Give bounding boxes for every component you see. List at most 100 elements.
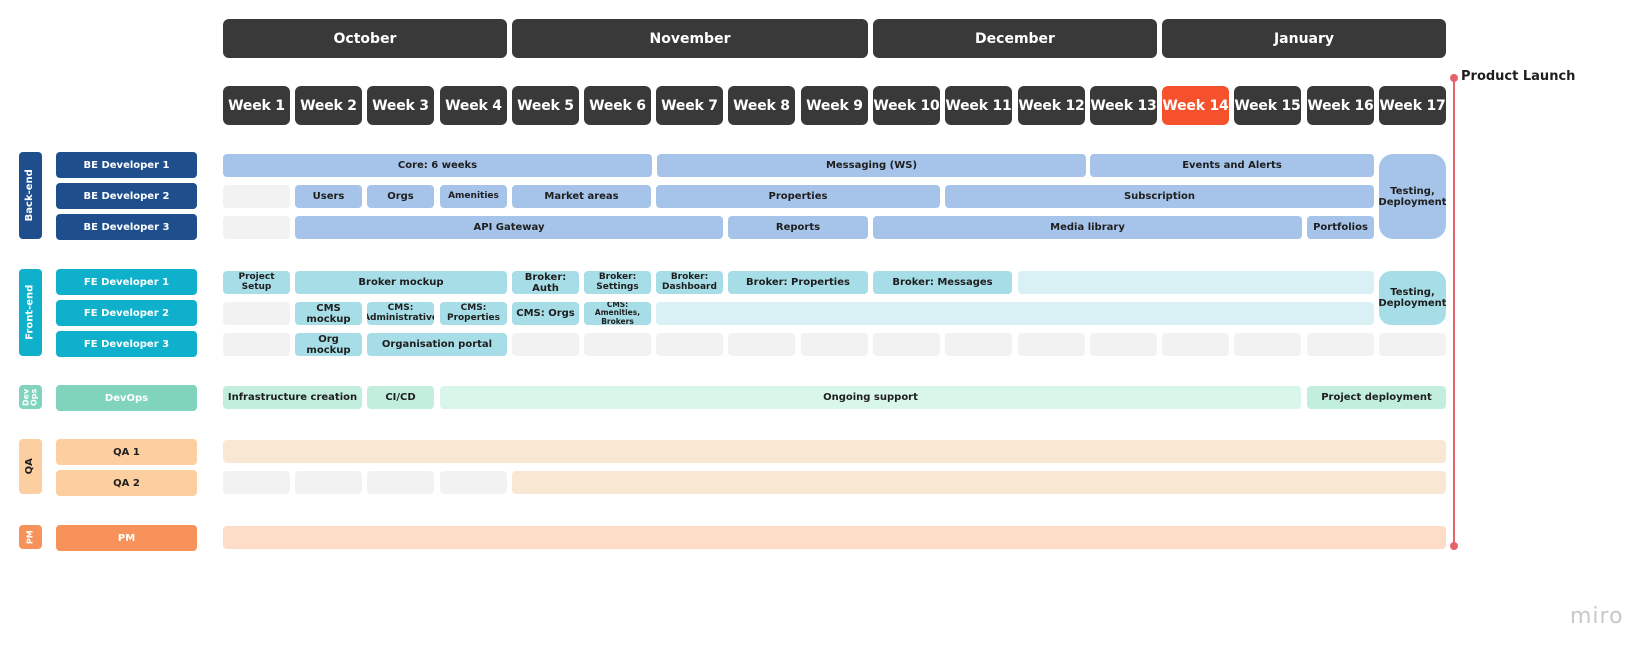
- role-be-developer-2: BE Developer 2: [56, 183, 197, 209]
- week-5: Week 5: [512, 86, 579, 125]
- task-broker-auth[interactable]: Broker: Auth: [512, 271, 579, 294]
- week-15: Week 15: [1234, 86, 1301, 125]
- empty-cell: [512, 333, 579, 356]
- empty-cell: [223, 471, 290, 494]
- task-properties[interactable]: Properties: [656, 185, 940, 208]
- task-portfolios[interactable]: Portfolios: [1307, 216, 1374, 239]
- task-fe2-placeholder: [656, 302, 1374, 325]
- task-cms-orgs[interactable]: CMS: Orgs: [512, 302, 579, 325]
- week-13: Week 13: [1090, 86, 1157, 125]
- group-frontend: Front-end: [19, 269, 42, 356]
- task-broker-dashboard[interactable]: Broker: Dashboard: [656, 271, 723, 294]
- product-launch-line: [1453, 78, 1455, 546]
- task-org-mockup[interactable]: Org mockup: [295, 333, 362, 356]
- task-project-setup[interactable]: Project Setup: [223, 271, 290, 294]
- task-cms-amenities-brokers[interactable]: CMS: Amenities, Brokers: [584, 302, 651, 325]
- empty-cell: [223, 216, 290, 239]
- task-pm-bar: [223, 526, 1446, 549]
- product-launch-label: Product Launch: [1461, 69, 1576, 84]
- task-ongoing-support[interactable]: Ongoing support: [440, 386, 1301, 409]
- empty-cell: [440, 471, 507, 494]
- empty-cell: [295, 471, 362, 494]
- week-9: Week 9: [801, 86, 868, 125]
- task-broker-messages[interactable]: Broker: Messages: [873, 271, 1012, 294]
- task-market-areas[interactable]: Market areas: [512, 185, 651, 208]
- task-broker-properties[interactable]: Broker: Properties: [728, 271, 868, 294]
- task-ci-cd[interactable]: CI/CD: [367, 386, 434, 409]
- task-infrastructure-creation[interactable]: Infrastructure creation: [223, 386, 362, 409]
- task-cms-mockup[interactable]: CMS mockup: [295, 302, 362, 325]
- empty-cell: [584, 333, 651, 356]
- group-devops: Dev Ops: [19, 385, 42, 409]
- month-december: December: [873, 19, 1157, 58]
- empty-cell: [945, 333, 1012, 356]
- month-november: November: [512, 19, 868, 58]
- empty-cell: [223, 302, 290, 325]
- week-11: Week 11: [945, 86, 1012, 125]
- task-core[interactable]: Core: 6 weeks: [223, 154, 652, 177]
- task-orgs[interactable]: Orgs: [367, 185, 434, 208]
- month-january: January: [1162, 19, 1446, 58]
- task-broker-mockup[interactable]: Broker mockup: [295, 271, 507, 294]
- role-fe-developer-3: FE Developer 3: [56, 331, 197, 357]
- task-qa2-bar: [512, 471, 1446, 494]
- week-10: Week 10: [873, 86, 940, 125]
- task-project-deployment[interactable]: Project deployment: [1307, 386, 1446, 409]
- group-backend: Back-end: [19, 152, 42, 239]
- product-launch-end-dot: [1450, 542, 1458, 550]
- role-devops: DevOps: [56, 385, 197, 411]
- task-messaging[interactable]: Messaging (WS): [657, 154, 1086, 177]
- task-cms-properties[interactable]: CMS: Properties: [440, 302, 507, 325]
- week-16: Week 16: [1307, 86, 1374, 125]
- week-12: Week 12: [1018, 86, 1085, 125]
- empty-cell: [223, 333, 290, 356]
- week-4: Week 4: [440, 86, 507, 125]
- task-reports[interactable]: Reports: [728, 216, 868, 239]
- task-subscription[interactable]: Subscription: [945, 185, 1374, 208]
- empty-cell: [873, 333, 940, 356]
- week-17: Week 17: [1379, 86, 1446, 125]
- task-fe1-placeholder: [1018, 271, 1374, 294]
- task-qa1-bar: [223, 440, 1446, 463]
- role-pm: PM: [56, 525, 197, 551]
- product-launch-start-dot: [1450, 74, 1458, 82]
- empty-cell: [1234, 333, 1301, 356]
- miro-logo: miro: [1570, 604, 1624, 629]
- empty-cell: [728, 333, 795, 356]
- task-users[interactable]: Users: [295, 185, 362, 208]
- task-amenities[interactable]: Amenities: [440, 185, 507, 208]
- task-media-library[interactable]: Media library: [873, 216, 1302, 239]
- role-be-developer-1: BE Developer 1: [56, 152, 197, 178]
- role-qa-2: QA 2: [56, 470, 197, 496]
- empty-cell: [656, 333, 723, 356]
- week-8: Week 8: [728, 86, 795, 125]
- group-qa: QA: [19, 439, 42, 494]
- group-pm: PM: [19, 525, 42, 549]
- week-3: Week 3: [367, 86, 434, 125]
- task-cms-administrative[interactable]: CMS: Administrative: [367, 302, 434, 325]
- week-2: Week 2: [295, 86, 362, 125]
- empty-cell: [1307, 333, 1374, 356]
- empty-cell: [801, 333, 868, 356]
- task-fe-testing-deployment[interactable]: Testing, Deployment: [1379, 271, 1446, 325]
- week-7: Week 7: [656, 86, 723, 125]
- empty-cell: [1018, 333, 1085, 356]
- week-14-current: Week 14: [1162, 86, 1229, 125]
- empty-cell: [1162, 333, 1229, 356]
- task-be-testing-deployment[interactable]: Testing, Deployment: [1379, 154, 1446, 239]
- role-qa-1: QA 1: [56, 439, 197, 465]
- task-events-alerts[interactable]: Events and Alerts: [1090, 154, 1374, 177]
- month-october: October: [223, 19, 507, 58]
- task-broker-settings[interactable]: Broker: Settings: [584, 271, 651, 294]
- empty-cell: [1379, 333, 1446, 356]
- role-fe-developer-1: FE Developer 1: [56, 269, 197, 295]
- empty-cell: [1090, 333, 1157, 356]
- role-fe-developer-2: FE Developer 2: [56, 300, 197, 326]
- empty-cell: [367, 471, 434, 494]
- week-6: Week 6: [584, 86, 651, 125]
- week-1: Week 1: [223, 86, 290, 125]
- empty-cell: [223, 185, 290, 208]
- role-be-developer-3: BE Developer 3: [56, 214, 197, 240]
- task-organisation-portal[interactable]: Organisation portal: [367, 333, 507, 356]
- task-api-gateway[interactable]: API Gateway: [295, 216, 723, 239]
